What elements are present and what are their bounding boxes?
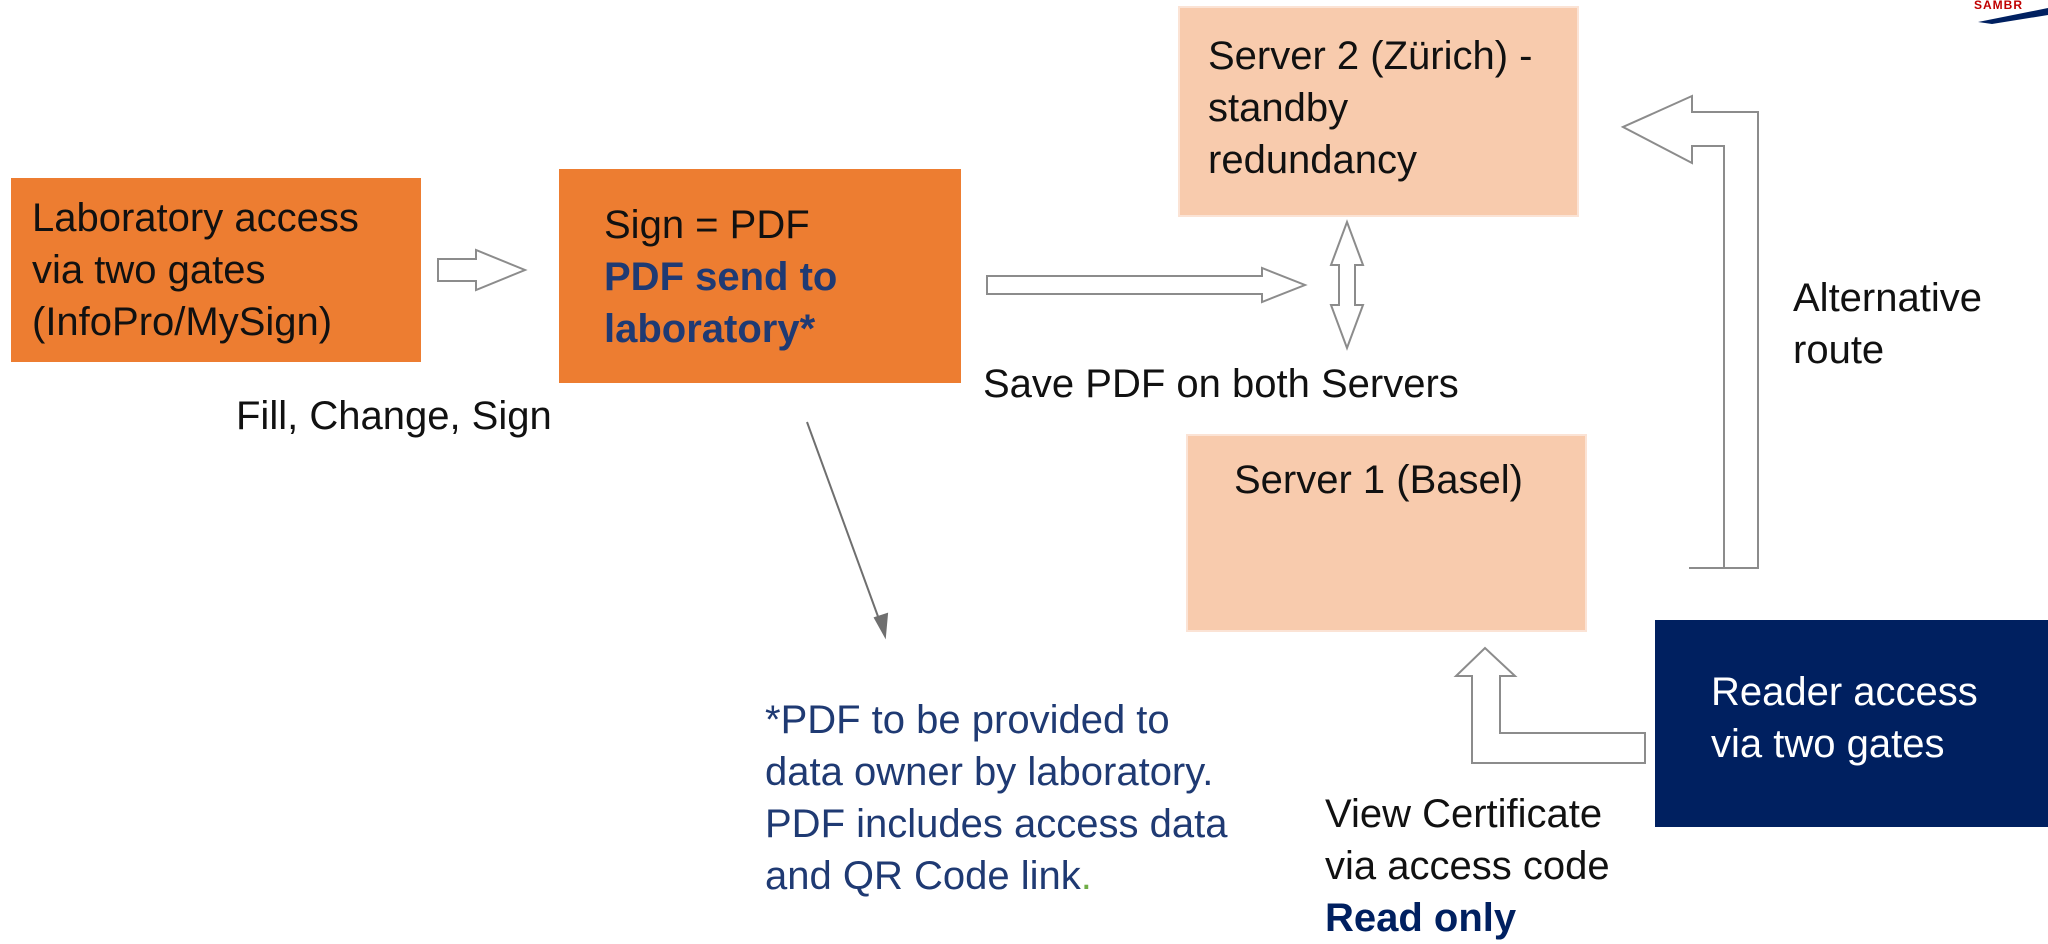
double-arrow-sync-icon [1329, 219, 1365, 351]
arrow-to-footnote-icon [873, 612, 889, 640]
server-2-line: standby [1208, 86, 1349, 130]
footnote-text: *PDF to be provided to data owner by lab… [765, 698, 1228, 898]
reader-access-line: via two gates [1711, 722, 1945, 766]
laboratory-access-line: Laboratory access [32, 196, 359, 240]
laboratory-access-box: Laboratory access via two gates (InfoPro… [11, 178, 421, 362]
save-pdf-label: Save PDF on both Servers [983, 362, 1459, 406]
server-2-line: redundancy [1208, 138, 1418, 182]
pdf-send-line: laboratory* [604, 307, 816, 351]
reader-to-server1-arrow-icon [1453, 646, 1646, 764]
view-certificate-text: View Certificate via access code Read on… [1325, 788, 1610, 944]
sign-pdf-box: Sign = PDF PDF send to laboratory* [559, 169, 961, 383]
arrow-lab-to-sign-icon [437, 248, 528, 292]
server-1-box: Server 1 (Basel) [1186, 434, 1587, 632]
alternative-route-label: Alternative route [1793, 276, 1982, 372]
laboratory-access-line: (InfoPro/MySign) [32, 300, 333, 344]
fill-change-sign-label: Fill, Change, Sign [236, 394, 552, 438]
reader-access-box: Reader access via two gates [1655, 620, 2048, 827]
server-2-box: Server 2 (Zürich) - standby redundancy [1178, 6, 1579, 217]
arrow-sign-to-servers-icon [986, 266, 1308, 304]
server-2-line: Server 2 (Zürich) - [1208, 34, 1533, 78]
pdf-send-line: PDF send to [604, 255, 838, 299]
read-only-label: Read only [1325, 896, 1517, 940]
laboratory-access-line: via two gates [32, 248, 266, 292]
brand-logo-icon: SAMBR [1972, 0, 2048, 28]
reader-access-line: Reader access [1711, 670, 1978, 714]
alternative-route-arrow-icon [1620, 94, 1759, 569]
sign-pdf-line: Sign = PDF [604, 203, 810, 247]
server-1-label: Server 1 (Basel) [1234, 458, 1523, 502]
